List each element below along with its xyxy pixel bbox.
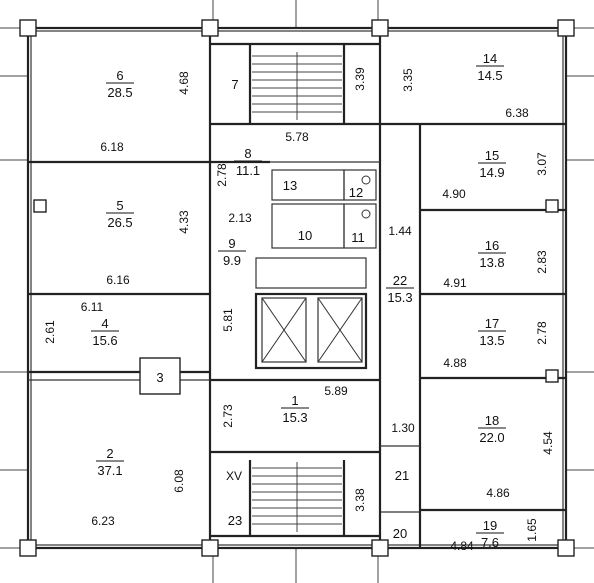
room-area: 13.8 [479,255,504,270]
dimension-dim-338: 3.38 [353,488,367,512]
room-6-label: 628.5 [106,68,134,100]
dimension-dim-623: 6.23 [91,514,115,528]
room-number: 4 [101,316,108,331]
room-number: 11 [351,230,365,245]
room-area: 14.5 [477,68,502,83]
pillars [19,19,575,557]
dimension-dim-283: 2.83 [535,250,549,274]
room-14-label: 14 14.5 [476,51,504,83]
room-area: 7.6 [481,535,499,550]
dimension-dim-273: 2.73 [221,404,235,428]
dimension-dim-490: 4.90 [442,187,466,201]
room-23-label: 23 [228,513,242,528]
room-number: 7 [231,77,238,92]
dimension-dim-468: 4.68 [177,71,191,95]
room-number: 19 [483,518,497,533]
room-area: 15.6 [92,333,117,348]
dimension-dim-335: 3.35 [401,68,415,92]
room-4-label: 415.6 [91,316,119,348]
dimension-dim-278: 2.78 [215,163,229,187]
room-number: 1 [291,393,298,408]
room-number: 8 [244,146,251,161]
dimension-dim-484: 4.84 [450,539,474,553]
room-number: 13 [283,178,297,193]
room-5-label: 526.5 [106,198,134,230]
room-area: 9.9 [223,253,241,268]
room-17-label: 17 13.5 [478,316,506,348]
dimension-dim-278b: 2.78 [535,321,549,345]
dimension-dim-307: 3.07 [535,152,549,176]
room-number: 21 [395,468,409,483]
dimension-dim-486: 4.86 [486,486,510,500]
room-7-label: 7 [231,77,238,92]
room-number: 12 [349,185,363,200]
room-number: 14 [483,51,497,66]
dimension-dim-608: 6.08 [172,469,186,493]
dimension-dim-638: 6.38 [505,106,529,120]
room-number: 10 [298,228,312,243]
dimension-dim-616: 6.16 [106,273,130,287]
dimension-dim-491: 4.91 [443,276,467,290]
axis-label: XV [226,469,242,483]
room-area: 14.9 [479,165,504,180]
room-13-label: 13 [283,178,297,193]
room-area: 11.1 [236,163,260,178]
outer-wall [26,26,568,550]
room-number: 9 [228,236,235,251]
room-area: 37.1 [97,463,122,478]
room-2-label: 237.1 [96,446,124,478]
room-20-label: 20 [393,526,407,541]
room-number: 18 [485,413,499,428]
room-12-label: 12 [349,185,363,200]
room-10-label: 10 [298,228,312,243]
room-number: 2 [106,446,113,461]
room-number: 17 [485,316,499,331]
room-8-label: 811.1 [234,146,262,178]
dimension-dim-589: 5.89 [324,384,348,398]
room-area: 15.3 [387,290,412,305]
room-number: 23 [228,513,242,528]
dimension-dim-611: 6.11 [81,300,104,314]
stair-top [252,52,342,120]
dimension-dim-578: 5.78 [285,130,309,144]
room-1-label: 115.3 [281,393,309,425]
dimension-dim-618: 6.18 [100,140,124,154]
room-18-label: 18 22.0 [478,413,506,445]
room-19-label: 197.6 [476,518,504,550]
room-22-label: 22 15.3 [386,273,414,305]
room-number: 3 [156,370,163,385]
room-15-label: 15 14.9 [478,148,506,180]
dimension-dim-261: 2.61 [43,320,57,344]
dimension-dim-581: 5.81 [221,308,235,332]
room-number: 6 [116,68,123,83]
dimension-dim-454: 4.54 [541,431,555,455]
room-16-label: 16 13.8 [478,238,506,270]
stair-bottom [252,462,342,532]
interior-walls [28,28,566,548]
room-number: 20 [393,526,407,541]
dimension-dim-339: 3.39 [353,67,367,91]
room-area: 22.0 [479,430,504,445]
dimension-dim-213: 2.13 [228,211,252,225]
room-9-label: 99.9 [218,236,246,268]
room-area: 13.5 [479,333,504,348]
room-21-label: 21 [395,468,409,483]
room-number: 15 [485,148,499,163]
dimension-dim-144: 1.44 [388,224,412,238]
dimension-dim-165: 1.65 [525,518,539,542]
room-number: 5 [116,198,123,213]
room-11-label: 11 [351,230,365,245]
column-room-3 [139,357,181,395]
dimension-dim-433: 4.33 [177,210,191,234]
room-area: 28.5 [107,85,132,100]
room-3-label: 3 [156,370,163,385]
room-number: 22 [393,273,407,288]
dimension-dim-130: 1.30 [391,421,415,435]
dimension-dim-488: 4.88 [443,356,467,370]
room-area: 15.3 [282,410,307,425]
room-number: 16 [485,238,499,253]
room-area: 26.5 [107,215,132,230]
